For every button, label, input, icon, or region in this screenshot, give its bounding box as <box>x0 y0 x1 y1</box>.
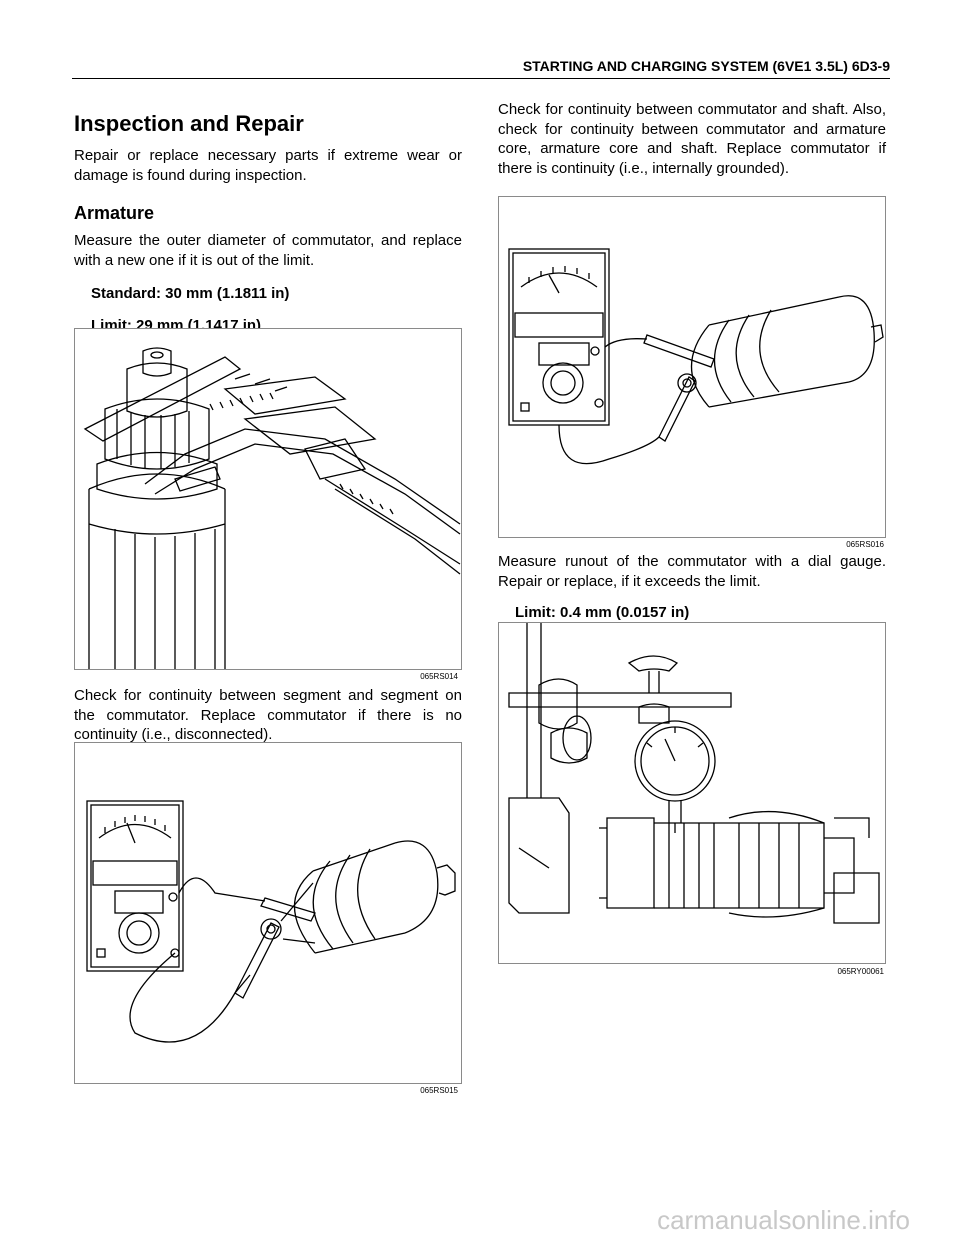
section-heading: Inspection and Repair <box>74 111 304 136</box>
figure-tester-segment <box>74 742 462 1084</box>
intro-paragraph: Repair or replace necessary parts if ext… <box>74 147 462 184</box>
runout-block: Measure runout of the commutator with a … <box>498 552 886 622</box>
left-continuity-block: Check for continuity between segment and… <box>74 686 462 745</box>
caliper-illustration <box>83 347 461 669</box>
figure-caliper <box>74 328 462 670</box>
right-column: Check for continuity between commutator … <box>498 100 886 178</box>
tester-shaft-illustration <box>508 248 884 465</box>
page-header: STARTING AND CHARGING SYSTEM (6VE1 3.5L)… <box>72 58 890 79</box>
figure-tester-shaft <box>498 196 886 538</box>
runout-limit-spec: Limit: 0.4 mm (0.0157 in) <box>515 604 690 621</box>
runout-paragraph: Measure runout of the commutator with a … <box>498 553 886 590</box>
figure1-caption: 065RS014 <box>420 672 458 681</box>
header-title: STARTING AND CHARGING SYSTEM (6VE1 3.5L)… <box>522 58 890 74</box>
segment-continuity-paragraph: Check for continuity between segment and… <box>74 687 462 743</box>
tester-segment-illustration <box>86 800 456 1043</box>
figure4-caption: 065RY00061 <box>837 967 884 976</box>
left-column: Inspection and Repair Repair or replace … <box>74 110 462 335</box>
dial-gauge-illustration <box>508 623 880 924</box>
standard-spec: Standard: 30 mm (1.1811 in) <box>91 285 290 302</box>
figure2-caption: 065RS015 <box>420 1086 458 1095</box>
armature-heading: Armature <box>74 203 155 223</box>
armature-paragraph: Measure the outer diameter of commutator… <box>74 232 462 269</box>
watermark-text: carmanualsonline.info <box>657 1205 910 1235</box>
shaft-continuity-paragraph: Check for continuity between commutator … <box>498 101 886 177</box>
figure-dial-gauge <box>498 622 886 964</box>
figure3-caption: 065RS016 <box>846 540 884 549</box>
